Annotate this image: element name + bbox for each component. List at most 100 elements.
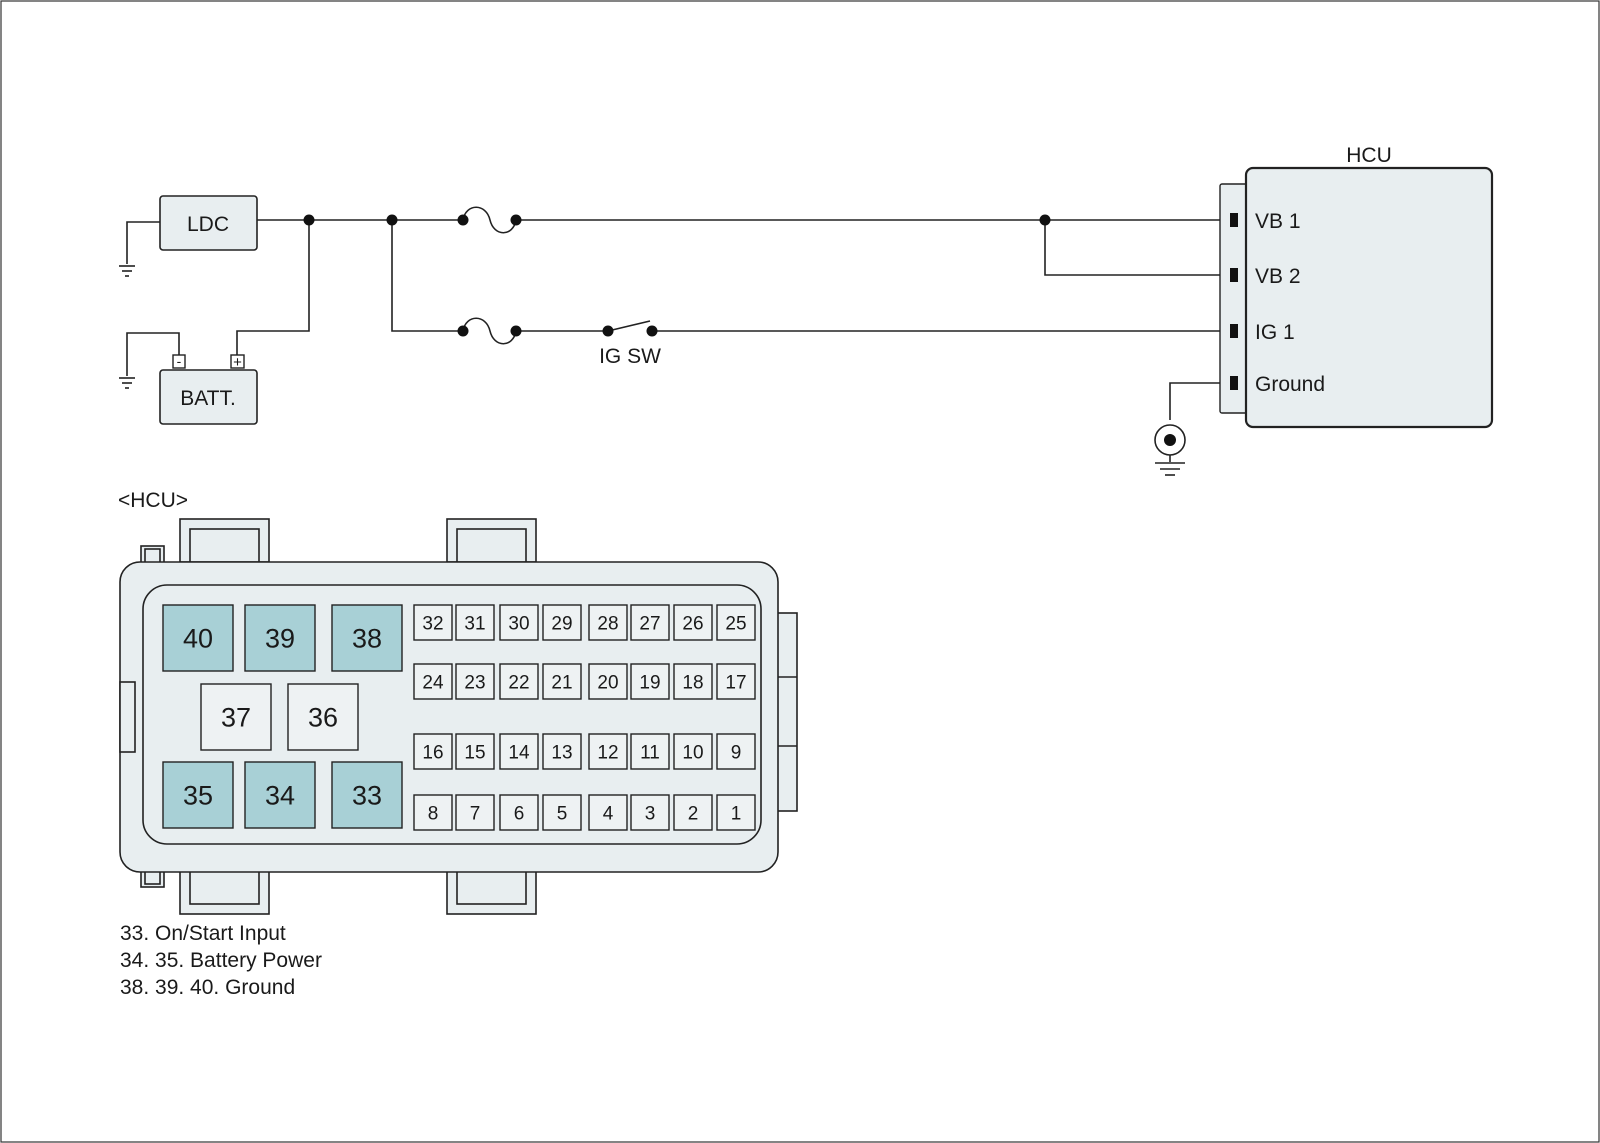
ldc-label: LDC [187, 213, 229, 236]
hcu-title: HCU [1346, 144, 1392, 167]
hcu-ground-icon [1154, 424, 1186, 476]
connector-pin: 28 [588, 604, 628, 641]
ldc-ground-icon [119, 221, 160, 277]
pin-cell [630, 663, 670, 700]
connector-pin: 8 [413, 794, 453, 831]
connector-pin: 1 [716, 794, 756, 831]
pin-number: 26 [682, 613, 703, 634]
pin-cell [630, 794, 670, 831]
connector-pin: 19 [630, 663, 670, 700]
pin-number: 9 [731, 742, 742, 763]
pin-number: 14 [508, 742, 530, 763]
pin-number: 5 [557, 803, 568, 824]
pin-number: 20 [597, 672, 618, 693]
connector-pin: 37 [200, 683, 272, 751]
pin-cell [287, 683, 359, 751]
battery-module: BATT. - + [159, 353, 258, 425]
pin-cell [716, 663, 756, 700]
connector-pin: 21 [542, 663, 582, 700]
pin-cell [588, 663, 628, 700]
pin-number: 25 [725, 613, 746, 634]
connector-pin: 35 [162, 761, 234, 829]
pin-cell [455, 604, 495, 641]
pin-cell [162, 761, 234, 829]
pin-number: 33 [352, 781, 382, 811]
pin-number: 18 [682, 672, 703, 693]
connector-pin: 7 [455, 794, 495, 831]
pin-cell [455, 663, 495, 700]
pin-cell [716, 794, 756, 831]
connector-pin: 27 [630, 604, 670, 641]
ldc-module: LDC [159, 195, 258, 251]
connector-pin: 31 [455, 604, 495, 641]
battery-label: BATT. [180, 387, 236, 410]
pin-number: 17 [725, 672, 746, 693]
connector-pin: 24 [413, 663, 453, 700]
pin-number: 8 [428, 803, 439, 824]
pin-number: 15 [464, 742, 485, 763]
pin-number: 39 [265, 624, 295, 654]
pin-cell [716, 733, 756, 770]
connector-pin: 2 [673, 794, 713, 831]
pin-number: 7 [470, 803, 481, 824]
pin-number: 10 [682, 742, 703, 763]
pin-cell [499, 604, 539, 641]
junction-dots [303, 214, 1051, 337]
connector-pin: 38 [331, 604, 403, 672]
connector-pin: 20 [588, 663, 628, 700]
pin-number: 6 [514, 803, 525, 824]
pin-cell [630, 604, 670, 641]
connector-pin: 3 [630, 794, 670, 831]
pin-number: 29 [551, 613, 572, 634]
ig-switch-contact-b [646, 325, 658, 337]
battery-ground-icon [119, 332, 180, 389]
connector-pin: 34 [244, 761, 316, 829]
pin-number: 37 [221, 703, 251, 733]
connector-pin: 33 [331, 761, 403, 829]
pin-number: 28 [597, 613, 618, 634]
connector-pin: 40 [162, 604, 234, 672]
connector-pin: 14 [499, 733, 539, 770]
connector-pin: 25 [716, 604, 756, 641]
pin-cell [244, 761, 316, 829]
connector-pin: 18 [673, 663, 713, 700]
pin-ground-label: Ground [1255, 373, 1325, 396]
fuse-vb [462, 206, 517, 234]
schematic: LDC BATT. - + [119, 144, 1494, 476]
pin-number: 22 [508, 672, 529, 693]
connector-pin: 22 [499, 663, 539, 700]
pin-cell [413, 733, 453, 770]
pin-number: 21 [551, 672, 572, 693]
connector-pin: 15 [455, 733, 495, 770]
fuse-ig [462, 317, 517, 345]
pin-cell [542, 604, 582, 641]
pin-number: 12 [597, 742, 618, 763]
pin-vb1-label: VB 1 [1255, 210, 1301, 233]
pin-cell [413, 663, 453, 700]
pin-ig1-label: IG 1 [1255, 321, 1295, 344]
pin-cell [588, 604, 628, 641]
ig-switch-label: IG SW [599, 345, 661, 368]
connector-pin: 39 [244, 604, 316, 672]
battery-plus-sign: + [233, 354, 242, 371]
pin-cell [588, 733, 628, 770]
pin-number: 40 [183, 624, 213, 654]
wires [236, 219, 1240, 420]
battery-minus-sign: - [177, 353, 182, 369]
pin-cell [413, 794, 453, 831]
pin-cell [499, 733, 539, 770]
pin-cell [162, 604, 234, 672]
pin-number: 27 [639, 613, 660, 634]
connector-title: <HCU> [118, 489, 188, 512]
pin-vb2-label: VB 2 [1255, 265, 1301, 288]
legend-line: 38. 39. 40. Ground [120, 976, 296, 999]
pin-number: 13 [551, 742, 572, 763]
pin-number: 3 [645, 803, 656, 824]
pin-number: 2 [688, 803, 699, 824]
connector-pin: 6 [499, 794, 539, 831]
pin-cell [455, 794, 495, 831]
pin-cell [673, 794, 713, 831]
